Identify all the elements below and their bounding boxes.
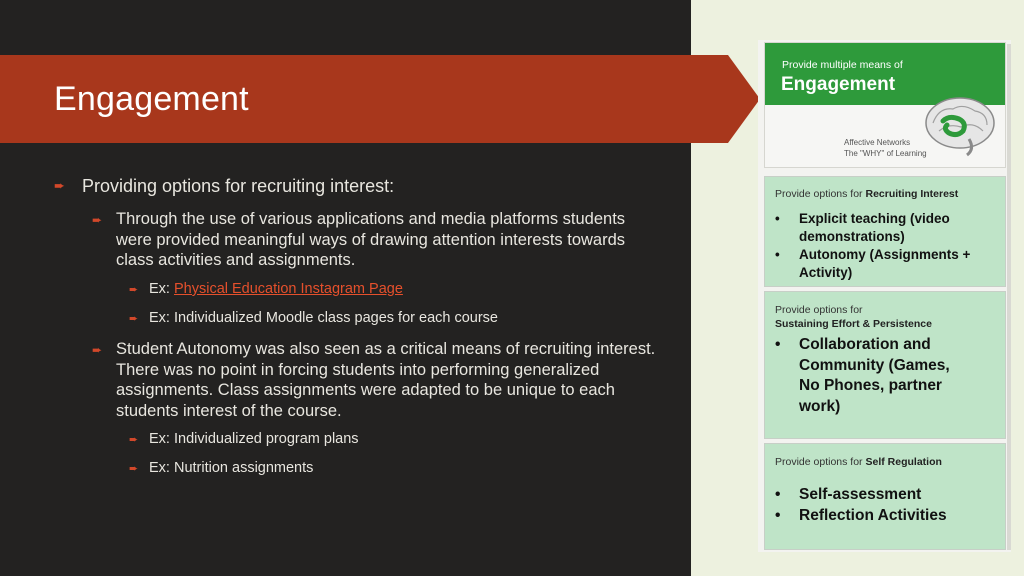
udl-title: Engagement	[781, 74, 896, 95]
bullet-arrow-icon: ➨	[129, 313, 139, 325]
bullet-text: Student Autonomy was also seen as a crit…	[116, 340, 656, 420]
bullet-arrow-icon: ➨	[92, 343, 103, 357]
udl-point: •Collaboration and Community (Games, No …	[775, 336, 950, 415]
slide-title: Engagement	[54, 80, 249, 118]
udl-point: •Self-assessment	[775, 486, 922, 503]
title-banner	[0, 55, 760, 143]
bullet-level2: ➨ Through the use of various application…	[92, 209, 656, 271]
bullet-level3: ➨ Ex: Individualized Moodle class pages …	[129, 310, 498, 326]
udl-point: •Explicit teaching (video demonstrations…	[775, 211, 950, 244]
bullet-text: Ex: Individualized program plans	[149, 431, 359, 447]
bullet-arrow-icon: ➨	[92, 213, 103, 227]
udl-point: •Autonomy (Assignments + Activity)	[775, 247, 971, 280]
bullet-text: Ex:	[149, 281, 170, 297]
udl-box-self-regulation: Provide options for Self Regulation •Sel…	[764, 443, 1006, 550]
bullet-level3: ➨ Ex: Physical Education Instagram Page	[129, 281, 403, 297]
bullet-text: Ex: Nutrition assignments	[149, 460, 314, 476]
bullet-text: Ex: Individualized Moodle class pages fo…	[149, 310, 498, 326]
udl-network-label: Affective Networks	[844, 138, 911, 147]
brain-icon	[925, 97, 995, 157]
instagram-page-link[interactable]: Physical Education Instagram Page	[173, 281, 403, 297]
bullet-level2: ➨ Student Autonomy was also seen as a cr…	[92, 339, 656, 421]
udl-box-recruiting: Provide options for Recruiting Interest …	[764, 176, 1006, 287]
bullet-text: Providing options for recruiting interes…	[82, 176, 395, 196]
bullet-level1: ➨ Providing options for recruiting inter…	[54, 176, 395, 197]
bullet-level3: ➨ Ex: Nutrition assignments	[129, 460, 314, 476]
udl-subtitle: Provide multiple means of	[782, 59, 903, 71]
bullet-text: Through the use of various applications …	[116, 210, 626, 269]
udl-point: •Reflection Activities	[775, 507, 947, 524]
bullet-arrow-icon: ➨	[129, 284, 139, 296]
image-edge	[1007, 44, 1011, 550]
bullet-arrow-icon: ➨	[129, 434, 139, 446]
udl-box-heading: Provide options for Recruiting Interest	[775, 188, 959, 200]
bullet-level3: ➨ Ex: Individualized program plans	[129, 431, 359, 447]
bullet-arrow-icon: ➨	[129, 463, 139, 475]
udl-box-heading: Provide options for Self Regulation	[775, 456, 942, 468]
bullet-arrow-icon: ➨	[54, 178, 65, 193]
udl-header-green	[765, 43, 1005, 105]
bullet-list: ➨ Providing options for recruiting inter…	[54, 176, 656, 476]
udl-header-card: Provide multiple means of Engagement Aff…	[764, 42, 1006, 168]
udl-network-sublabel: The "WHY" of Learning	[844, 149, 927, 158]
